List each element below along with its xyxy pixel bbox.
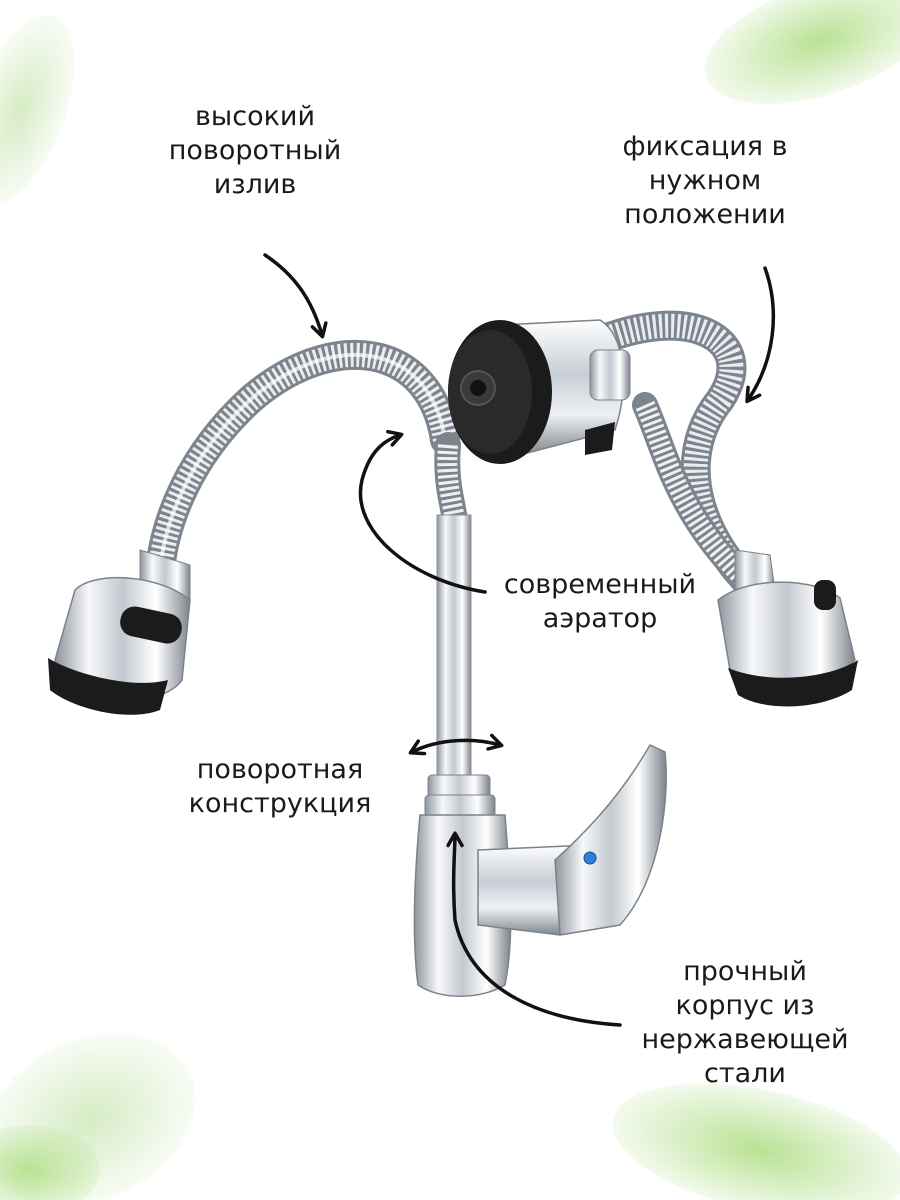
leaf-decoration-bottom-left (0, 1033, 196, 1200)
label-high-swivel-spout: высокий поворотный излив (140, 100, 370, 202)
top-shower-head (448, 319, 631, 464)
label-line: прочный (683, 956, 807, 987)
label-line: фиксация в (622, 131, 788, 162)
label-aerator: современный аэратор (480, 568, 720, 636)
label-fixation: фиксация в нужном положении (590, 130, 820, 232)
leaf-decoration-top-left (0, 14, 75, 206)
right-shower-head (717, 549, 858, 707)
label-line: нержавеющей (641, 1024, 849, 1055)
left-shower-head (48, 549, 191, 715)
swivel-collar (424, 774, 496, 818)
leaf-decoration-bottom-right (612, 1083, 900, 1200)
label-rotating-construction: поворотная конструкция (180, 753, 380, 821)
arrow-rotation (408, 733, 504, 756)
label-line: нужном (648, 165, 762, 196)
leaf-decoration-top-right (704, 0, 900, 105)
label-line: корпус из (675, 990, 815, 1021)
left-flexible-hose (145, 339, 460, 585)
label-line: поворотный (168, 135, 342, 166)
chrome-pipe (436, 514, 472, 791)
label-line: положении (624, 199, 786, 230)
label-line: поворотная (196, 754, 364, 785)
label-line: излив (213, 169, 297, 200)
arrow-fixation (745, 266, 776, 404)
label-line: конструкция (188, 788, 372, 819)
arrow-body (446, 831, 622, 1027)
label-line: аэратор (542, 603, 658, 634)
lever-handle (554, 744, 667, 936)
arrow-aerator (358, 429, 487, 594)
label-line: стали (704, 1058, 786, 1089)
arrow-spout (263, 253, 328, 339)
center-hose-segment (434, 432, 468, 533)
right-flexible-hose (575, 310, 760, 595)
pointer-arrows (263, 253, 776, 1027)
label-line: современный (503, 569, 697, 600)
label-line: высокий (195, 101, 315, 132)
label-steel-body: прочный корпус из нержавеющей стали (620, 955, 870, 1091)
indicator-dot (583, 851, 597, 865)
